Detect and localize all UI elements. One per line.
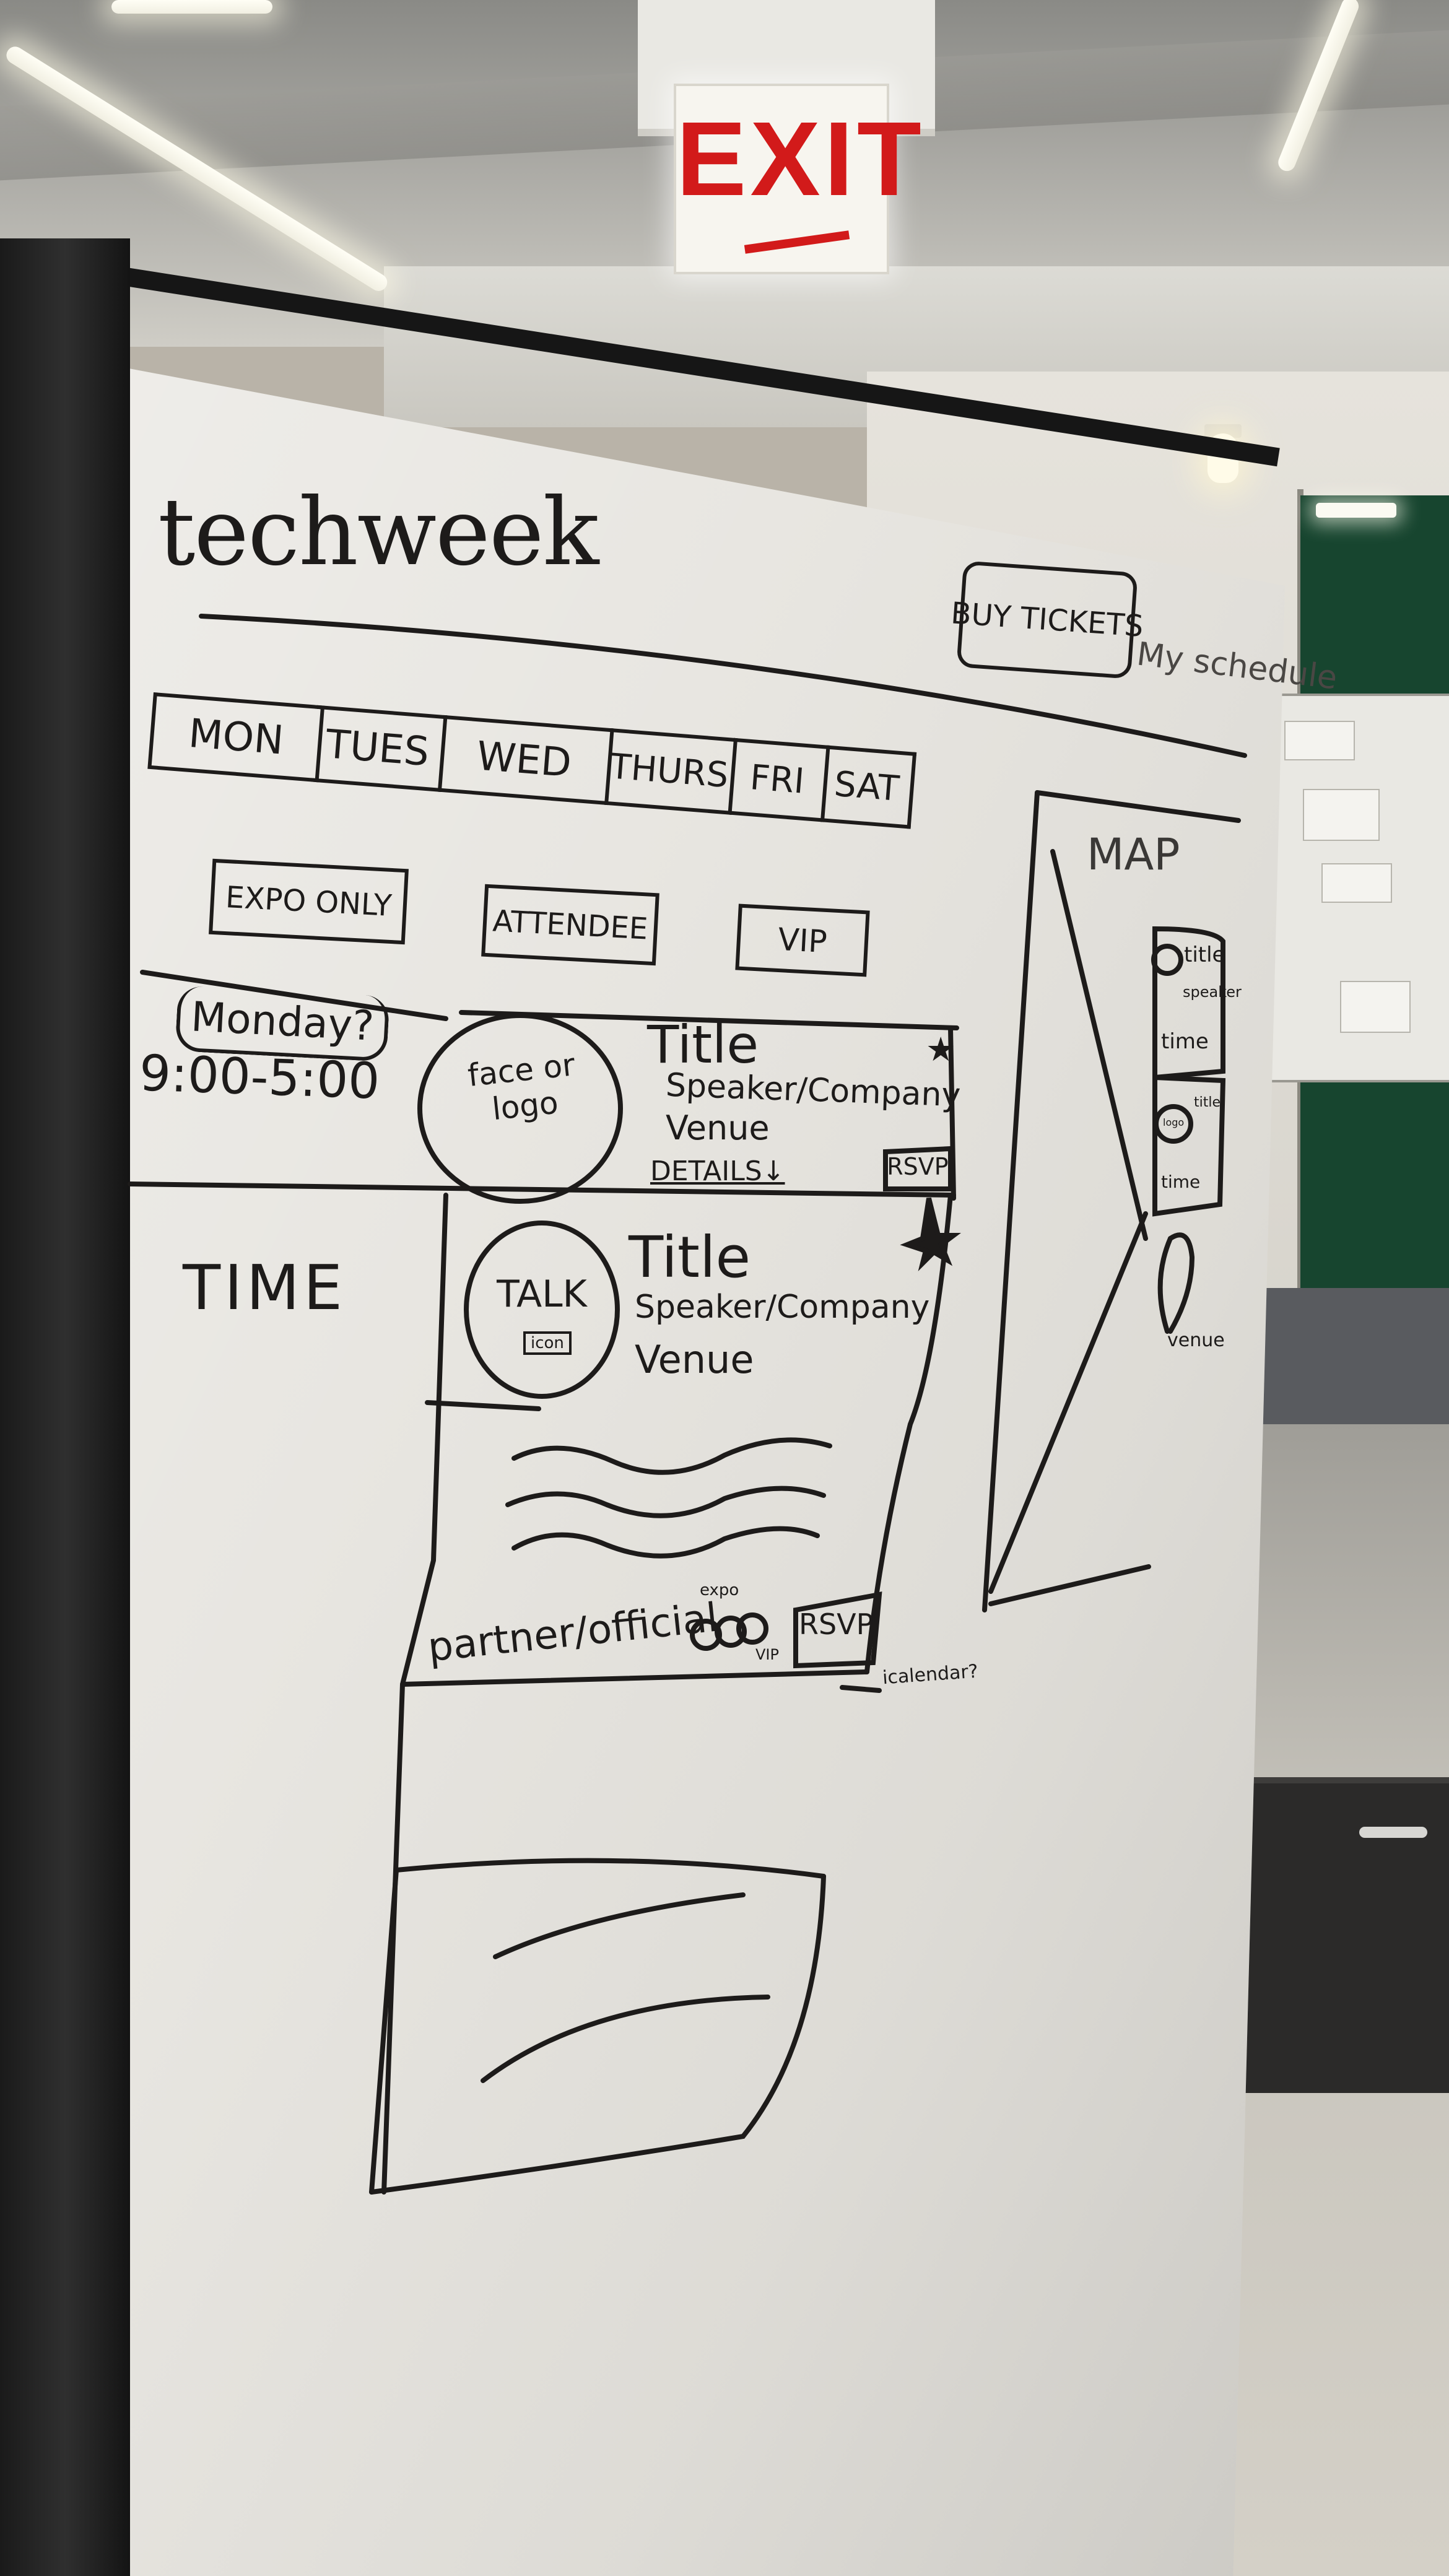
section-rule <box>140 970 448 1021</box>
card-divider <box>425 1400 541 1411</box>
ceiling-fixture <box>1204 424 1242 438</box>
ceiling-light <box>111 0 272 14</box>
background-note <box>1340 981 1411 1033</box>
card-2-speaker: Speaker/Company <box>635 1289 930 1326</box>
badge-circle <box>736 1612 768 1645</box>
badge-vip-label: VIP <box>755 1646 779 1663</box>
map-venue-label: venue <box>1167 1329 1225 1351</box>
cabinet-handle <box>1359 1827 1427 1838</box>
card-2-venue: Venue <box>635 1337 754 1382</box>
map-cross-line <box>988 1211 1148 1594</box>
back-room-light <box>1316 503 1396 518</box>
placeholder-card <box>394 1858 826 1879</box>
card-1-speaker: Speaker/Company <box>665 1066 962 1115</box>
map-title: MAP <box>1087 829 1180 880</box>
filter-vip[interactable]: VIP <box>735 903 870 977</box>
card-1-image-label: face or logo <box>466 1046 577 1127</box>
map-panel-border <box>988 1564 1151 1606</box>
map-panel-border <box>1035 790 1241 823</box>
section-rule <box>128 1181 956 1198</box>
card-2-image-sub: icon <box>523 1331 572 1355</box>
map-cross-line <box>1050 849 1148 1241</box>
whiteboard-left-frame <box>0 238 130 2576</box>
card-2-title[interactable]: Title <box>629 1224 751 1290</box>
card-1-image-circle <box>417 1013 623 1204</box>
background-note <box>1321 863 1392 903</box>
filter-attendee[interactable]: ATTENDEE <box>481 884 659 966</box>
text-squiggle <box>505 1486 826 1518</box>
background-note <box>1303 789 1380 841</box>
day-hours: 9:00-5:00 <box>138 1044 381 1110</box>
header-rule <box>199 614 1247 758</box>
tab-tues[interactable]: TUES <box>311 705 448 792</box>
card-2-rsvp-box <box>793 1591 882 1669</box>
text-squiggle <box>511 1526 820 1559</box>
card-1-border <box>948 1025 956 1201</box>
background-whiteboard <box>1263 694 1449 1082</box>
map-pin-card-1 <box>1152 926 1225 1081</box>
whiteboard-glare <box>108 364 1285 2576</box>
techweek-logo: techweek <box>158 479 599 586</box>
map-pin-1-speaker: speaker <box>1183 983 1242 1001</box>
time-label: TIME <box>183 1251 347 1324</box>
card-1-rsvp-button[interactable]: RSVP <box>887 1153 949 1180</box>
star-icon-outline[interactable]: ★ <box>926 1030 956 1069</box>
map-pin-1-title: title <box>1184 942 1225 967</box>
placeholder-card <box>369 1874 826 2195</box>
section-rule <box>459 1010 959 1030</box>
tab-thurs[interactable]: THURS <box>604 728 738 815</box>
map-pin-1-time: time <box>1161 1029 1209 1054</box>
card-divider <box>400 1669 869 1687</box>
badge-expo-label: expo <box>700 1581 739 1599</box>
star-icon-filled <box>900 1198 961 1272</box>
background-note <box>1284 721 1355 760</box>
tab-fri[interactable]: FRI <box>728 738 830 822</box>
card-2-image-label: TALK <box>497 1273 587 1316</box>
filter-expo-only[interactable]: EXPO ONLY <box>209 858 409 945</box>
buy-tickets-button[interactable]: BUY TICKETS <box>950 560 1144 679</box>
text-squiggle <box>511 1437 832 1475</box>
whiteboard-surface <box>108 364 1285 2576</box>
exit-sign: EXIT <box>674 84 925 274</box>
card-2-image-circle <box>464 1221 620 1399</box>
tab-sat[interactable]: SAT <box>820 745 917 829</box>
map-pin-2-title: title <box>1194 1095 1221 1110</box>
tab-wed[interactable]: WED <box>437 715 614 806</box>
map-pin-card-1-logo <box>1151 944 1183 976</box>
venue-pin-icon <box>1157 1232 1195 1334</box>
tab-mon[interactable]: MON <box>147 692 325 783</box>
calendar-arrow <box>840 1685 882 1693</box>
text-squiggle <box>493 1892 746 1959</box>
card-1-rsvp-box <box>883 1146 953 1191</box>
text-squiggle <box>481 1995 770 2083</box>
badge-circle <box>715 1616 747 1648</box>
map-pin-2-time: time <box>1161 1172 1201 1192</box>
exit-sign-text: EXIT <box>676 100 925 218</box>
map-pin-2-logo: logo <box>1163 1116 1185 1128</box>
placeholder-card <box>369 1868 399 2195</box>
list-column-left <box>381 1193 448 2195</box>
map-pin-card-2 <box>1152 1074 1226 1217</box>
card-1-details-link[interactable]: DETAILS↓ <box>650 1155 785 1187</box>
map-panel-border <box>982 790 1040 1612</box>
card-1-venue: Venue <box>666 1108 770 1147</box>
card-1-title[interactable]: Title <box>647 1014 759 1075</box>
map-pin-card-2-logo <box>1154 1104 1193 1144</box>
card-2-rsvp-button[interactable]: RSVP <box>799 1608 874 1641</box>
